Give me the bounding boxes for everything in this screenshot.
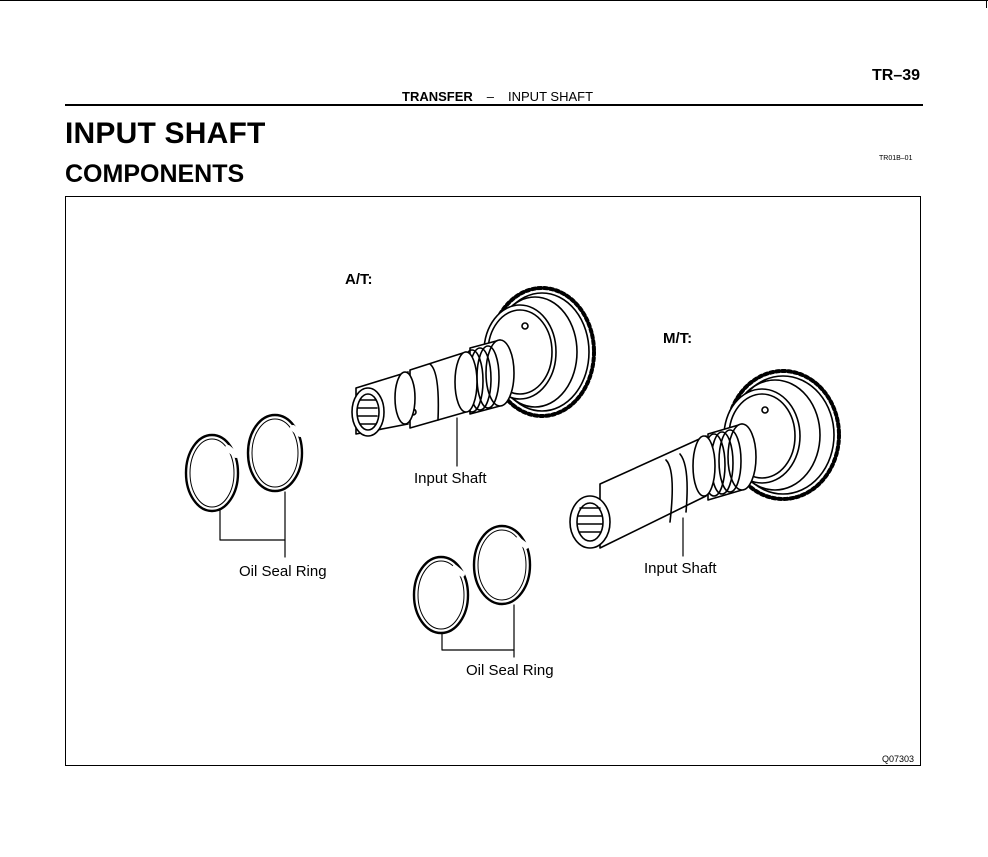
page-subtitle: COMPONENTS <box>65 160 245 188</box>
running-header: TRANSFER–INPUT SHAFT <box>402 89 593 104</box>
mt-input-shaft-drawing <box>569 369 841 557</box>
at-label: A/T: <box>345 271 373 288</box>
top-border-line <box>0 0 988 1</box>
header-separator: – <box>486 89 495 104</box>
page-title: INPUT SHAFT <box>65 117 266 150</box>
oil-seal-rings-center <box>412 524 532 658</box>
header-section: TRANSFER <box>402 89 473 104</box>
mt-shaft-body <box>569 423 757 549</box>
at-shaft-body <box>351 339 515 437</box>
top-border-corner <box>986 0 987 8</box>
header-rule <box>65 104 923 106</box>
mt-label: M/T: <box>663 330 693 347</box>
oil-seal-ring-label-left: Oil Seal Ring <box>239 563 327 580</box>
page-number: TR–39 <box>872 67 921 84</box>
at-input-shaft-drawing <box>351 286 596 467</box>
figure-frame <box>65 196 921 766</box>
document-code: TR01B–01 <box>879 155 913 162</box>
oil-seal-rings-left <box>184 413 304 558</box>
input-shaft-label-mt: Input Shaft <box>644 560 717 577</box>
header-topic: INPUT SHAFT <box>508 89 594 104</box>
input-shaft-label-at: Input Shaft <box>414 470 487 487</box>
figure-code: Q07303 <box>882 754 915 764</box>
oil-seal-ring-label-center: Oil Seal Ring <box>466 662 554 679</box>
